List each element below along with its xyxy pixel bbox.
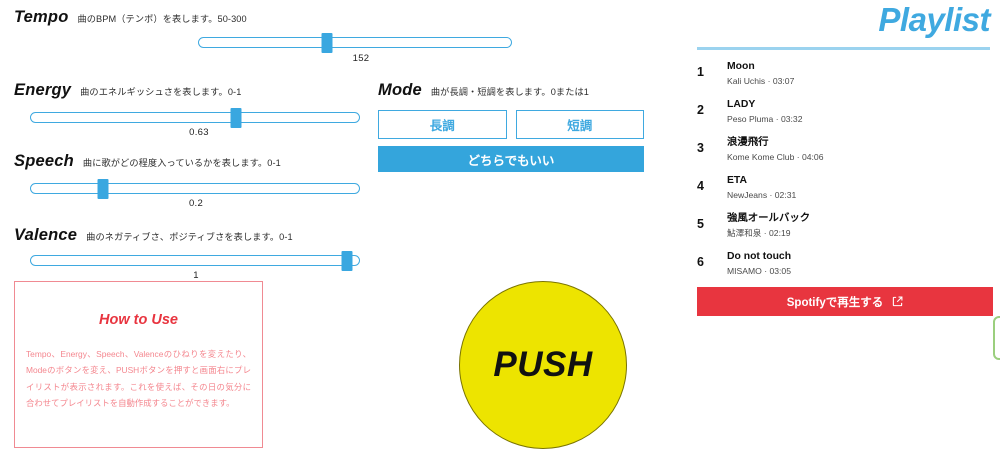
track-info: ETA NewJeans · 02:31 xyxy=(727,173,990,203)
tempo-slider-thumb[interactable] xyxy=(321,33,333,53)
mode-header: Mode 曲が長調・短調を表します。0または1 xyxy=(378,81,589,100)
energy-header: Energy 曲のエネルギッシュさを表します。0-1 xyxy=(14,81,241,100)
external-link-icon xyxy=(892,296,903,307)
track-row[interactable]: 5 強風オールバック鮎澤和泉 · 02:19 xyxy=(697,209,990,247)
edge-decoration-shape xyxy=(993,316,1000,360)
energy-slider[interactable] xyxy=(30,112,360,123)
tempo-header: Tempo 曲のBPM（テンポ）を表します。50-300 xyxy=(14,8,247,27)
track-name: Do not touch xyxy=(727,251,792,262)
how-to-use-box: How to Use Tempo、Energy、Speech、Valenceのひ… xyxy=(14,281,263,448)
valence-value: 1 xyxy=(193,270,199,281)
tempo-description: 曲のBPM（テンポ）を表します。50-300 xyxy=(77,14,247,24)
how-to-use-body: Tempo、Energy、Speech、Valenceのひねりを変えたり、Mod… xyxy=(26,349,251,409)
energy-slider-thumb[interactable] xyxy=(230,108,242,128)
valence-header: Valence 曲のネガティブさ、ポジティブさを表します。0-1 xyxy=(14,226,293,245)
track-meta: MISAMO · 03:05 xyxy=(727,266,791,277)
energy-value: 0.63 xyxy=(189,127,209,138)
track-index: 5 xyxy=(697,217,704,231)
track-index: 1 xyxy=(697,65,704,79)
track-index: 3 xyxy=(697,141,704,155)
track-name: Moon xyxy=(727,61,755,72)
track-name: 浪漫飛行 xyxy=(727,137,769,148)
energy-description: 曲のエネルギッシュさを表します。0-1 xyxy=(80,87,242,97)
track-row[interactable]: 3 浪漫飛行 Kome Kome Club · 04:06 xyxy=(697,133,990,171)
track-info: 浪漫飛行 Kome Kome Club · 04:06 xyxy=(727,135,990,165)
spotify-play-button[interactable]: Spotifyで再生する xyxy=(697,287,993,316)
track-index: 6 xyxy=(697,255,704,269)
track-index: 2 xyxy=(697,103,704,117)
speech-title: Speech xyxy=(14,152,74,170)
valence-slider[interactable] xyxy=(30,255,360,266)
speech-value: 0.2 xyxy=(188,198,204,209)
spotify-play-label: Spotifyで再生する xyxy=(786,296,884,309)
tempo-slider[interactable] xyxy=(198,37,512,48)
track-name: 強風オールバック xyxy=(727,213,811,224)
playlist-divider xyxy=(697,47,990,50)
valence-title: Valence xyxy=(14,226,78,244)
valence-slider-thumb[interactable] xyxy=(341,251,353,271)
valence-description: 曲のネガティブさ、ポジティブさを表します。0-1 xyxy=(86,232,293,242)
mode-minor-button[interactable]: 短調 xyxy=(515,110,644,139)
track-meta: Peso Pluma · 03:32 xyxy=(727,114,803,125)
track-meta: Kali Uchis · 03:07 xyxy=(727,76,795,87)
mode-description: 曲が長調・短調を表します。0または1 xyxy=(430,87,589,97)
playlist-title: Playlist xyxy=(878,1,990,38)
track-row[interactable]: 2 LADY Peso Pluma · 03:32 xyxy=(697,95,990,133)
how-to-use-title: How to Use xyxy=(99,312,178,328)
mode-any-button[interactable]: どちらでもいい xyxy=(378,146,644,172)
track-meta: NewJeans · 02:31 xyxy=(727,190,797,201)
mode-major-button[interactable]: 長調 xyxy=(378,110,507,139)
track-name: LADY xyxy=(727,99,756,110)
track-meta: 鮎澤和泉 · 02:19 xyxy=(727,228,791,239)
push-button[interactable]: PUSH xyxy=(459,281,627,449)
speech-slider[interactable] xyxy=(30,183,360,194)
speech-header: Speech 曲に歌がどの程度入っているかを表します。0-1 xyxy=(14,152,281,171)
track-row[interactable]: 4 ETA NewJeans · 02:31 xyxy=(697,171,990,209)
track-info: LADY Peso Pluma · 03:32 xyxy=(727,97,990,127)
track-name: ETA xyxy=(727,175,748,186)
speech-slider-thumb[interactable] xyxy=(97,179,109,199)
tempo-title: Tempo xyxy=(14,8,69,26)
energy-title: Energy xyxy=(14,81,72,99)
track-meta: Kome Kome Club · 04:06 xyxy=(727,152,824,163)
mode-button-row: 長調 短調 xyxy=(378,110,644,139)
speech-description: 曲に歌がどの程度入っているかを表します。0-1 xyxy=(82,158,281,168)
track-index: 4 xyxy=(697,179,704,193)
mode-title: Mode xyxy=(378,81,422,99)
controls-panel: Tempo 曲のBPM（テンポ）を表します。50-300 152 Energy … xyxy=(14,8,644,449)
tempo-value: 152 xyxy=(352,53,370,64)
track-info: 強風オールバック鮎澤和泉 · 02:19 xyxy=(727,211,990,241)
